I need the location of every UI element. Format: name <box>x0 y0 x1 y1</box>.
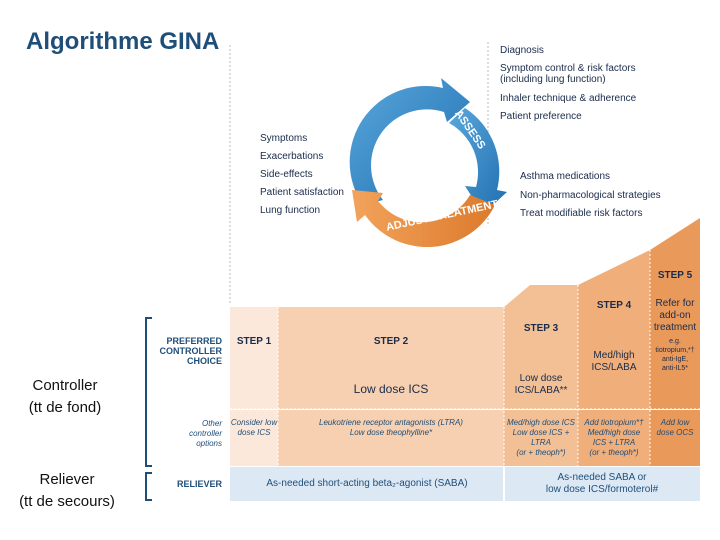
other-options-label: Other controller options <box>170 419 222 449</box>
cell-line: Low dose theophylline* <box>349 428 433 437</box>
cell-line: ICS + LTRA <box>592 438 636 447</box>
step5-other-bg <box>650 410 700 466</box>
row-label-line: CHOICE <box>186 356 222 366</box>
list-item: Non-pharmacological strategies <box>520 190 661 201</box>
step4-preferred-bg <box>578 250 650 409</box>
step2-preferred-bg <box>278 307 504 409</box>
cell-line: Low dose <box>519 373 563 384</box>
controller-label-line: Controller <box>32 377 98 394</box>
cell-line: anti-IgE, <box>661 356 689 363</box>
step3-header: STEP 3 <box>523 323 559 334</box>
reliever-side-label: Reliever (tt de secours) <box>2 469 132 513</box>
review-list: Symptoms Exacerbations Side-effects Pati… <box>260 134 360 224</box>
step4-header: STEP 4 <box>596 300 632 311</box>
step4-preferred: Med/high ICS/LABA <box>578 350 650 374</box>
step3-preferred-bg <box>504 285 578 409</box>
step1-other: Consider low dose ICS <box>230 418 278 438</box>
page-title: Algorithme GINA <box>26 28 220 55</box>
review-response-arrow <box>349 78 470 205</box>
step5-other: Add low dose OCS <box>650 418 700 438</box>
row-label-line: PREFERRED <box>166 336 222 346</box>
cell-line: Refer for <box>655 298 695 309</box>
cell-line: dose OCS <box>656 428 694 437</box>
reliever-label-line: (tt de secours) <box>19 493 115 510</box>
list-item: Patient preference <box>500 111 582 122</box>
cell-line: ICS/LABA <box>591 362 637 373</box>
step5-preferred: Refer for add-on treatment <box>650 298 700 334</box>
assess-list: Diagnosis Symptom control & risk factors… <box>500 46 700 136</box>
list-item: (including lung function) <box>500 74 606 85</box>
cell-line: add-on <box>659 310 691 321</box>
cell-line: ICS/LABA** <box>514 385 568 396</box>
cell-line: Med/high <box>593 350 635 361</box>
cell-line: treatment <box>653 322 697 333</box>
list-item: Diagnosis <box>500 45 544 56</box>
cell-line: anti-IL5* <box>661 365 689 372</box>
step1-header: STEP 1 <box>236 336 272 347</box>
cell-line: low dose ICS/formoterol# <box>545 484 659 495</box>
reliever-label-line: Reliever <box>39 471 95 488</box>
list-item: Asthma medications <box>520 171 611 182</box>
list-item: Inhaler technique & adherence <box>500 93 637 104</box>
step2-other: Leukotriene receptor antagonists (LTRA) … <box>278 418 504 438</box>
cell-line: Leukotriene receptor antagonists (LTRA) <box>319 418 463 427</box>
reliever-saba-text: As-needed short-acting beta₂-agonist (SA… <box>266 478 468 489</box>
step4-other-bg <box>578 410 650 466</box>
reliever-band-bg <box>230 467 700 501</box>
cell-line: LTRA <box>531 438 551 447</box>
row-label-line: options <box>196 439 222 448</box>
cell-line: Consider low <box>230 418 278 427</box>
cell-line: tiotropium,*† <box>655 347 695 354</box>
preferred-controller-label: PREFERRED CONTROLLER CHOICE <box>150 336 223 366</box>
row-label-line: controller <box>189 429 222 438</box>
cell-line: Med/high dose <box>587 428 641 437</box>
step2-preferred: Low dose ICS <box>353 382 429 396</box>
adjust-treatment-arrow <box>352 190 495 248</box>
cell-line: (or + theoph*) <box>516 448 566 457</box>
row-label-line: Other <box>201 419 222 428</box>
cell-line: Add low <box>660 418 690 427</box>
step3-preferred: Low dose ICS/LABA** <box>504 373 578 397</box>
controller-bracket <box>145 317 152 467</box>
list-item: Treat modifiable risk factors <box>520 208 643 219</box>
reliever-row-label: RELIEVER <box>176 479 222 489</box>
step5-header: STEP 5 <box>657 270 693 281</box>
step5-preferred-bg <box>650 218 700 409</box>
step3-other: Med/high dose ICS Low dose ICS + LTRA (o… <box>504 418 578 458</box>
controller-label-line: (tt de fond) <box>28 399 102 416</box>
list-item: Lung function <box>260 205 321 216</box>
cell-line: As-needed SABA or <box>557 472 647 483</box>
cell-line: dose ICS <box>237 428 271 437</box>
list-item: Symptoms <box>260 133 308 144</box>
reliever-saba-or-ics-text: As-needed SABA or low dose ICS/formotero… <box>504 472 700 496</box>
cell-line: Med/high dose ICS <box>506 418 576 427</box>
cell-line: Add tiotropium*† <box>584 418 644 427</box>
assess-arrow <box>449 108 507 214</box>
step4-other: Add tiotropium*† Med/high dose ICS + LTR… <box>578 418 650 458</box>
reliever-bracket <box>145 472 152 501</box>
controller-side-label: Controller (tt de fond) <box>0 375 130 419</box>
adjust-list: Asthma medications Non-pharmacological s… <box>520 172 700 222</box>
step5-preferred-examples: e.g. tiotropium,*† anti-IgE, anti-IL5* <box>650 337 700 373</box>
step1-other-bg <box>230 410 278 466</box>
cell-line: (or + theoph*) <box>589 448 639 457</box>
list-item: Side-effects <box>260 169 313 180</box>
step3-other-bg <box>504 410 578 466</box>
list-item: Symptom control & risk factors <box>500 63 636 74</box>
list-item: Patient satisfaction <box>260 187 344 198</box>
row-label-line: CONTROLLER <box>159 346 223 356</box>
cell-line: Low dose ICS + <box>512 428 570 437</box>
cell-line: e.g. <box>669 338 681 345</box>
step2-other-bg <box>278 410 504 466</box>
step1-preferred-bg <box>230 307 278 409</box>
list-item: Exacerbations <box>260 151 324 162</box>
step2-header: STEP 2 <box>373 336 409 347</box>
